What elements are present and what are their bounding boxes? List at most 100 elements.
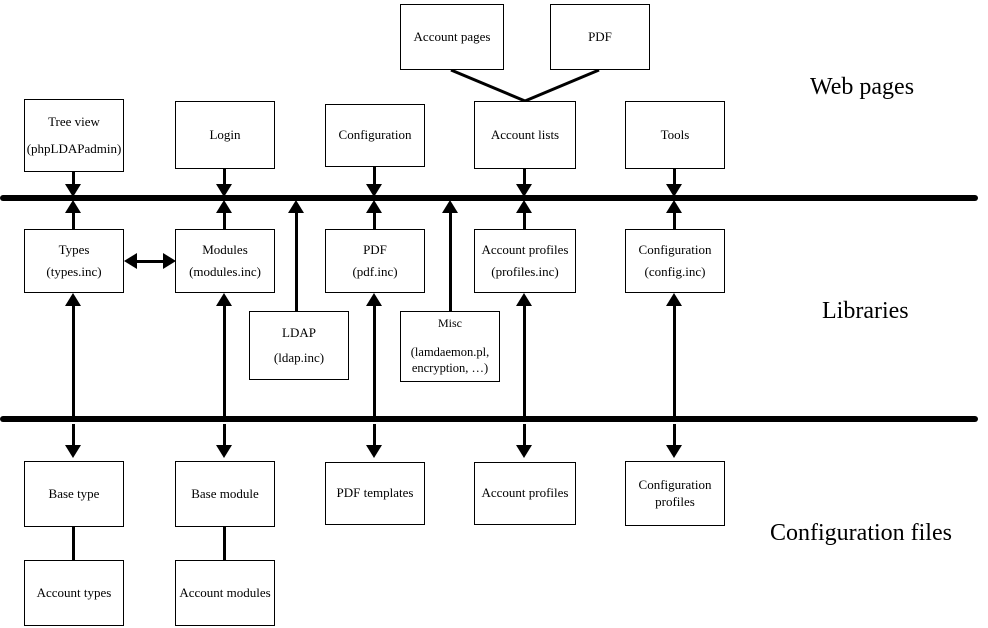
arrowhead-down-base-module	[216, 445, 232, 458]
node-label: LDAP	[282, 325, 316, 341]
connector-base-module-down	[223, 424, 226, 449]
arrowhead-up-pdf-lib-bottom	[366, 293, 382, 306]
connector-account-profiles-lib-from-below	[523, 300, 526, 418]
arrowhead-down-tools	[666, 184, 682, 197]
node-configuration-lib: Configuration (config.inc)	[625, 229, 725, 293]
node-configuration-web: Configuration	[325, 104, 425, 167]
connector-configuration-down	[373, 167, 376, 194]
arrowhead-down-login	[216, 184, 232, 197]
arrowhead-down-configuration-profiles	[666, 445, 682, 458]
section-label-libraries: Libraries	[822, 298, 909, 324]
arrowhead-down-base-type	[65, 445, 81, 458]
connector-misc-to-bus	[449, 206, 452, 313]
connector-pdf-lib-from-below	[373, 300, 376, 418]
connector-ldap-to-bus	[295, 206, 298, 313]
node-configuration-profiles: Configuration profiles	[625, 461, 725, 526]
node-ldap: LDAP (ldap.inc)	[249, 311, 349, 380]
node-label: Login	[209, 126, 241, 142]
arrowhead-down-configuration	[366, 184, 382, 197]
connector-types-from-below	[72, 300, 75, 418]
node-label: Tools	[660, 126, 690, 142]
node-label: Base module	[191, 485, 259, 501]
arrowhead-up-modules	[216, 200, 232, 213]
arrowhead-up-configuration-lib	[666, 200, 682, 213]
arrowhead-up-ldap	[288, 200, 304, 213]
section-label-configuration-files: Configuration files	[770, 520, 952, 546]
node-tree-view: Tree view (phpLDAPadmin)	[24, 99, 124, 172]
connector-login-down	[223, 169, 226, 194]
arrowhead-up-types	[65, 200, 81, 213]
node-label: Modules	[202, 241, 248, 257]
connector-configuration-lib-from-below	[673, 300, 676, 418]
arrowhead-up-account-profiles-lib-bottom	[516, 293, 532, 306]
arrowhead-down-tree-view	[65, 184, 81, 197]
node-sublabel: (config.inc)	[644, 263, 706, 279]
connector-configuration-lib-up	[673, 206, 676, 230]
node-label: Tree view	[48, 114, 100, 130]
node-label: PDF	[588, 28, 612, 44]
node-account-lists: Account lists	[474, 101, 576, 169]
node-sublabel: (modules.inc)	[189, 263, 261, 279]
node-modules: Modules (modules.inc)	[175, 229, 275, 293]
connector-types-modules	[130, 260, 170, 263]
connector-modules-up	[223, 206, 226, 230]
connector-pdf-lib-up	[373, 206, 376, 230]
node-sublabel: (pdf.inc)	[352, 263, 398, 279]
arrowhead-up-modules-bottom	[216, 293, 232, 306]
node-label: Account pages	[413, 28, 491, 44]
arrowhead-up-account-profiles-lib	[516, 200, 532, 213]
section-label-web-pages: Web pages	[810, 74, 915, 100]
node-label: Configuration	[638, 241, 712, 257]
node-pdf-lib: PDF (pdf.inc)	[325, 229, 425, 293]
node-label: PDF templates	[336, 485, 414, 501]
node-label: Configuration profiles	[638, 476, 712, 509]
arrowhead-left-types	[124, 253, 137, 269]
node-sublabel: (types.inc)	[46, 263, 102, 279]
node-sublabel: (phpLDAPadmin)	[26, 140, 122, 156]
node-pdf-templates: PDF templates	[325, 462, 425, 525]
node-base-type: Base type	[24, 461, 124, 527]
node-tools: Tools	[625, 101, 725, 169]
connector-account-lists-down	[523, 169, 526, 194]
node-label: Account lists	[490, 126, 560, 142]
arrowhead-up-configuration-lib-bottom	[666, 293, 682, 306]
node-base-module: Base module	[175, 461, 275, 527]
connector-account-profiles-lib-up	[523, 206, 526, 230]
node-login: Login	[175, 101, 275, 169]
bus-libraries-configfiles	[0, 416, 978, 422]
node-account-pages: Account pages	[400, 4, 504, 70]
node-label: Account modules	[179, 584, 271, 600]
connector-base-module-account-modules	[223, 527, 226, 560]
node-label: Configuration	[338, 127, 412, 143]
node-label: Types	[58, 241, 90, 257]
node-account-modules: Account modules	[175, 560, 275, 626]
node-misc: Misc (lamdaemon.pl, encryption, …)	[400, 311, 500, 382]
node-types: Types (types.inc)	[24, 229, 124, 293]
connector-configuration-profiles-down	[673, 424, 676, 449]
bus-web-libraries	[0, 195, 978, 201]
connector-tree-view-down	[72, 172, 75, 194]
arrowhead-up-pdf-lib	[366, 200, 382, 213]
node-sublabel: (profiles.inc)	[491, 263, 559, 279]
arrowhead-down-account-profiles-file	[516, 445, 532, 458]
connector-account-profiles-file-down	[523, 424, 526, 449]
node-label: Misc	[438, 316, 462, 330]
node-pdf-top: PDF	[550, 4, 650, 70]
node-label: Account types	[36, 584, 112, 600]
node-sublabel: (lamdaemon.pl, encryption, …)	[410, 344, 490, 375]
node-label: Base type	[48, 485, 100, 501]
node-account-types: Account types	[24, 560, 124, 626]
node-account-profiles-file: Account profiles	[474, 462, 576, 525]
node-label: Account profiles	[481, 485, 569, 501]
connector-modules-from-below	[223, 300, 226, 418]
arrowhead-down-account-lists	[516, 184, 532, 197]
connector-tools-down	[673, 169, 676, 194]
arrowhead-right-modules	[163, 253, 176, 269]
node-label: Account profiles	[481, 241, 569, 257]
arrowhead-up-types-bottom	[65, 293, 81, 306]
node-account-profiles-lib: Account profiles (profiles.inc)	[474, 229, 576, 293]
connector-pdf-templates-down	[373, 424, 376, 449]
connector-types-up	[72, 206, 75, 230]
connector-base-type-account-types	[72, 527, 75, 560]
